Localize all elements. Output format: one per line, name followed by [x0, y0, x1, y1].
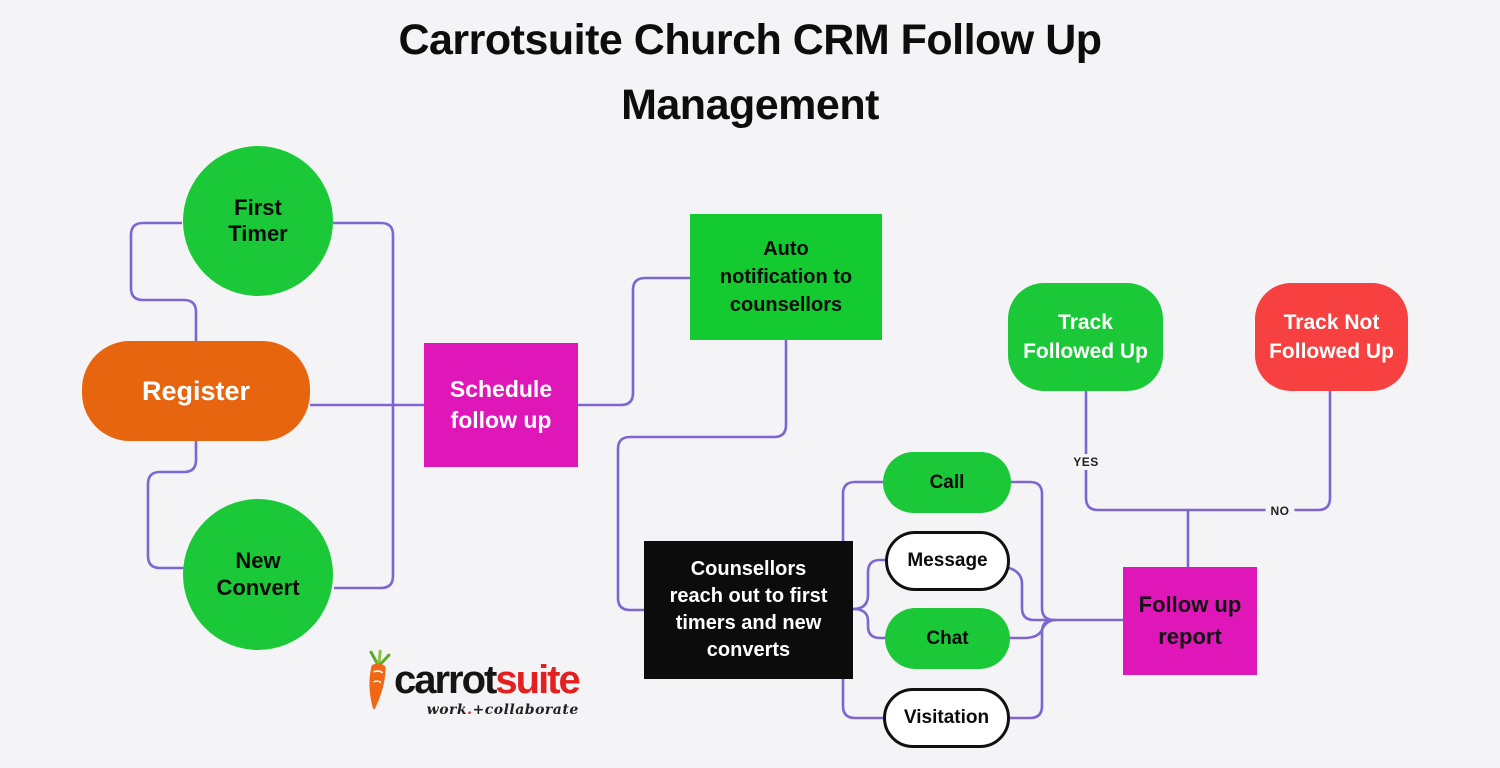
node-visitation: Visitation: [883, 688, 1010, 748]
node-message: Message: [885, 531, 1010, 591]
connector-counsellors-visitation: [841, 679, 884, 720]
node-call: Call: [883, 452, 1011, 513]
node-message-label: Message: [907, 550, 988, 571]
logo-word-carrot: carrot: [394, 658, 497, 702]
connector-autonotification-counsellors: [616, 340, 788, 612]
carrot-icon: [369, 649, 391, 710]
connector-call-junction: [1010, 480, 1055, 622]
logo-tagline: work.+collaborate: [394, 702, 579, 718]
logo-tagline-work: work: [426, 702, 468, 718]
carrotsuite-logo: carrotsuite work.+collaborate: [362, 648, 581, 718]
node-chat-label: Chat: [926, 627, 969, 649]
connector-schedule-autonotification: [578, 276, 690, 407]
node-new-convert: New Convert: [183, 499, 333, 650]
connector-register-newconvert: [146, 441, 198, 570]
node-track-followed-up: Track Followed Up: [1008, 283, 1163, 391]
connector-yes-no-rail: [1084, 391, 1332, 512]
node-follow-up-report-label: Follow up report: [1138, 592, 1242, 649]
connector-visitation-junction: [1010, 618, 1055, 720]
node-register-label: Register: [141, 375, 251, 406]
node-track-not-followed-up-label: Track Not Followed Up: [1269, 310, 1394, 363]
node-counsellors-reach-out-label: Counsellors reach out to first timers an…: [669, 558, 828, 661]
logo-wordmark: carrotsuite: [394, 658, 581, 702]
node-counsellors-reach-out: Counsellors reach out to first timers an…: [644, 541, 853, 679]
node-schedule-follow-up-label: Schedule follow up: [449, 375, 553, 433]
node-visitation-label: Visitation: [903, 707, 990, 728]
node-call-label: Call: [929, 471, 965, 493]
node-first-timer: First Timer: [183, 146, 333, 296]
node-follow-up-report: Follow up report: [1123, 567, 1257, 675]
logo-tagline-dot: .: [467, 702, 473, 718]
page-title: Carrotsuite Church CRM Follow Up Managem…: [398, 16, 1102, 129]
node-track-not-followed-up: Track Not Followed Up: [1255, 283, 1408, 391]
logo-tagline-collaborate: +collaborate: [472, 702, 579, 718]
node-track-followed-up-label: Track Followed Up: [1023, 310, 1148, 363]
node-register: Register: [82, 341, 310, 441]
node-auto-notification-label: Auto notification to counsellors: [719, 238, 853, 316]
edge-label-no: NO: [1265, 503, 1295, 519]
connector-counsellors-message: [852, 558, 886, 611]
node-first-timer-label: First Timer: [228, 194, 288, 246]
node-chat: Chat: [885, 608, 1010, 669]
node-auto-notification: Auto notification to counsellors: [690, 214, 882, 340]
node-new-convert-label: New Convert: [216, 548, 300, 600]
edge-label-yes: YES: [1068, 454, 1104, 470]
connector-counsellors-chat: [852, 607, 886, 640]
connector-firsttimer-register: [129, 221, 198, 342]
logo-word-suite: suite: [495, 658, 580, 702]
connector-chat-junction: [1010, 618, 1057, 640]
connector-counsellors-call: [841, 480, 884, 542]
connector-message-junction: [1008, 566, 1048, 622]
node-schedule-follow-up: Schedule follow up: [424, 343, 578, 467]
